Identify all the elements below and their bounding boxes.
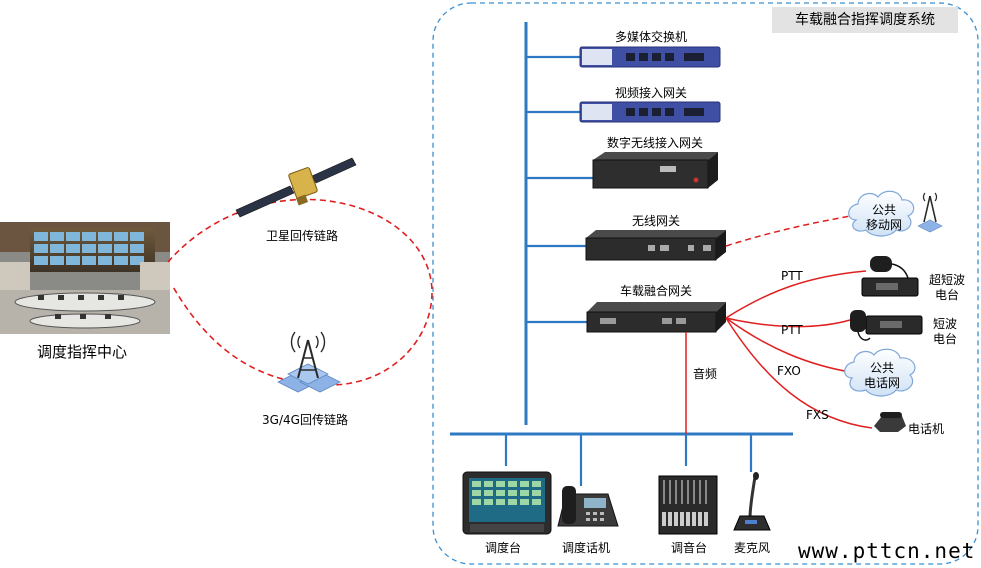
multimedia-switch-label: 多媒体交换机 [614, 30, 688, 44]
site-watermark: www.pttcn.net [798, 539, 976, 563]
multimedia-switch-device [579, 46, 721, 68]
cellular-tower-icon [277, 331, 341, 393]
public-phone-line1: 公共 [869, 361, 894, 375]
shortwave-line1: 短波 [932, 317, 957, 331]
telephone-icon [874, 412, 906, 432]
fxo-label: FXO [777, 364, 801, 378]
public-mobile-line2: 移动网 [865, 218, 902, 232]
mixer-icon [658, 475, 718, 535]
satellite-icon [235, 157, 357, 218]
public-mobile-cloud-icon [848, 190, 943, 237]
ultrashort-line2: 电台 [934, 288, 959, 302]
fxs-label: FXS [806, 408, 829, 422]
wireless-gateway-label: 无线网关 [631, 214, 681, 228]
public-phone-line2: 电话网 [863, 376, 900, 390]
satellite-link-label: 卫星回传链路 [265, 229, 339, 243]
mixer-label: 调音台 [670, 541, 708, 555]
telephone-label: 电话机 [908, 422, 945, 436]
system-frame [432, 2, 979, 565]
audio-label: 音频 [693, 367, 718, 381]
gateway-links [685, 213, 873, 434]
digital-wireless-gateway-label: 数字无线接入网关 [606, 136, 704, 150]
command-center-label: 调度指挥中心 [36, 343, 128, 361]
microphone-label: 麦克风 [733, 541, 771, 555]
dispatch-console-icon [462, 471, 552, 535]
ultrashort-radio-label: 超短波 电台 [924, 273, 970, 303]
wireless-gateway-device [585, 230, 726, 261]
dispatch-phone-icon [557, 486, 619, 527]
shortwave-radio-icon [850, 310, 923, 341]
system-title: 车载融合指挥调度系统 [772, 7, 958, 33]
digital-wireless-gateway-device [592, 152, 718, 189]
shortwave-radio-label: 短波 电台 [926, 317, 964, 347]
ptt-label-2: PTT [781, 323, 803, 337]
microphone-icon [733, 472, 771, 531]
ultrashort-line1: 超短波 [928, 273, 965, 287]
public-mobile-line1: 公共 [871, 203, 896, 217]
vehicle-gateway-label: 车载融合网关 [619, 284, 693, 298]
video-gateway-device [579, 101, 721, 123]
shortwave-line2: 电台 [932, 332, 957, 346]
vehicle-gateway-device [586, 302, 726, 333]
backhaul-link-path [167, 198, 433, 386]
console-label: 调度台 [484, 541, 522, 555]
command-center-image [0, 222, 170, 334]
device-branches [504, 55, 753, 486]
public-mobile-label: 公共 移动网 [862, 203, 906, 233]
ultrashort-radio-icon [861, 256, 919, 297]
public-phone-cloud-icon [844, 348, 916, 397]
ptt-label-1: PTT [781, 269, 803, 283]
cellular-link-label: 3G/4G回传链路 [262, 413, 348, 427]
dispatch-phone-label: 调度话机 [561, 541, 611, 555]
video-gateway-label: 视频接入网关 [614, 86, 688, 100]
public-phone-label: 公共 电话网 [858, 361, 906, 391]
